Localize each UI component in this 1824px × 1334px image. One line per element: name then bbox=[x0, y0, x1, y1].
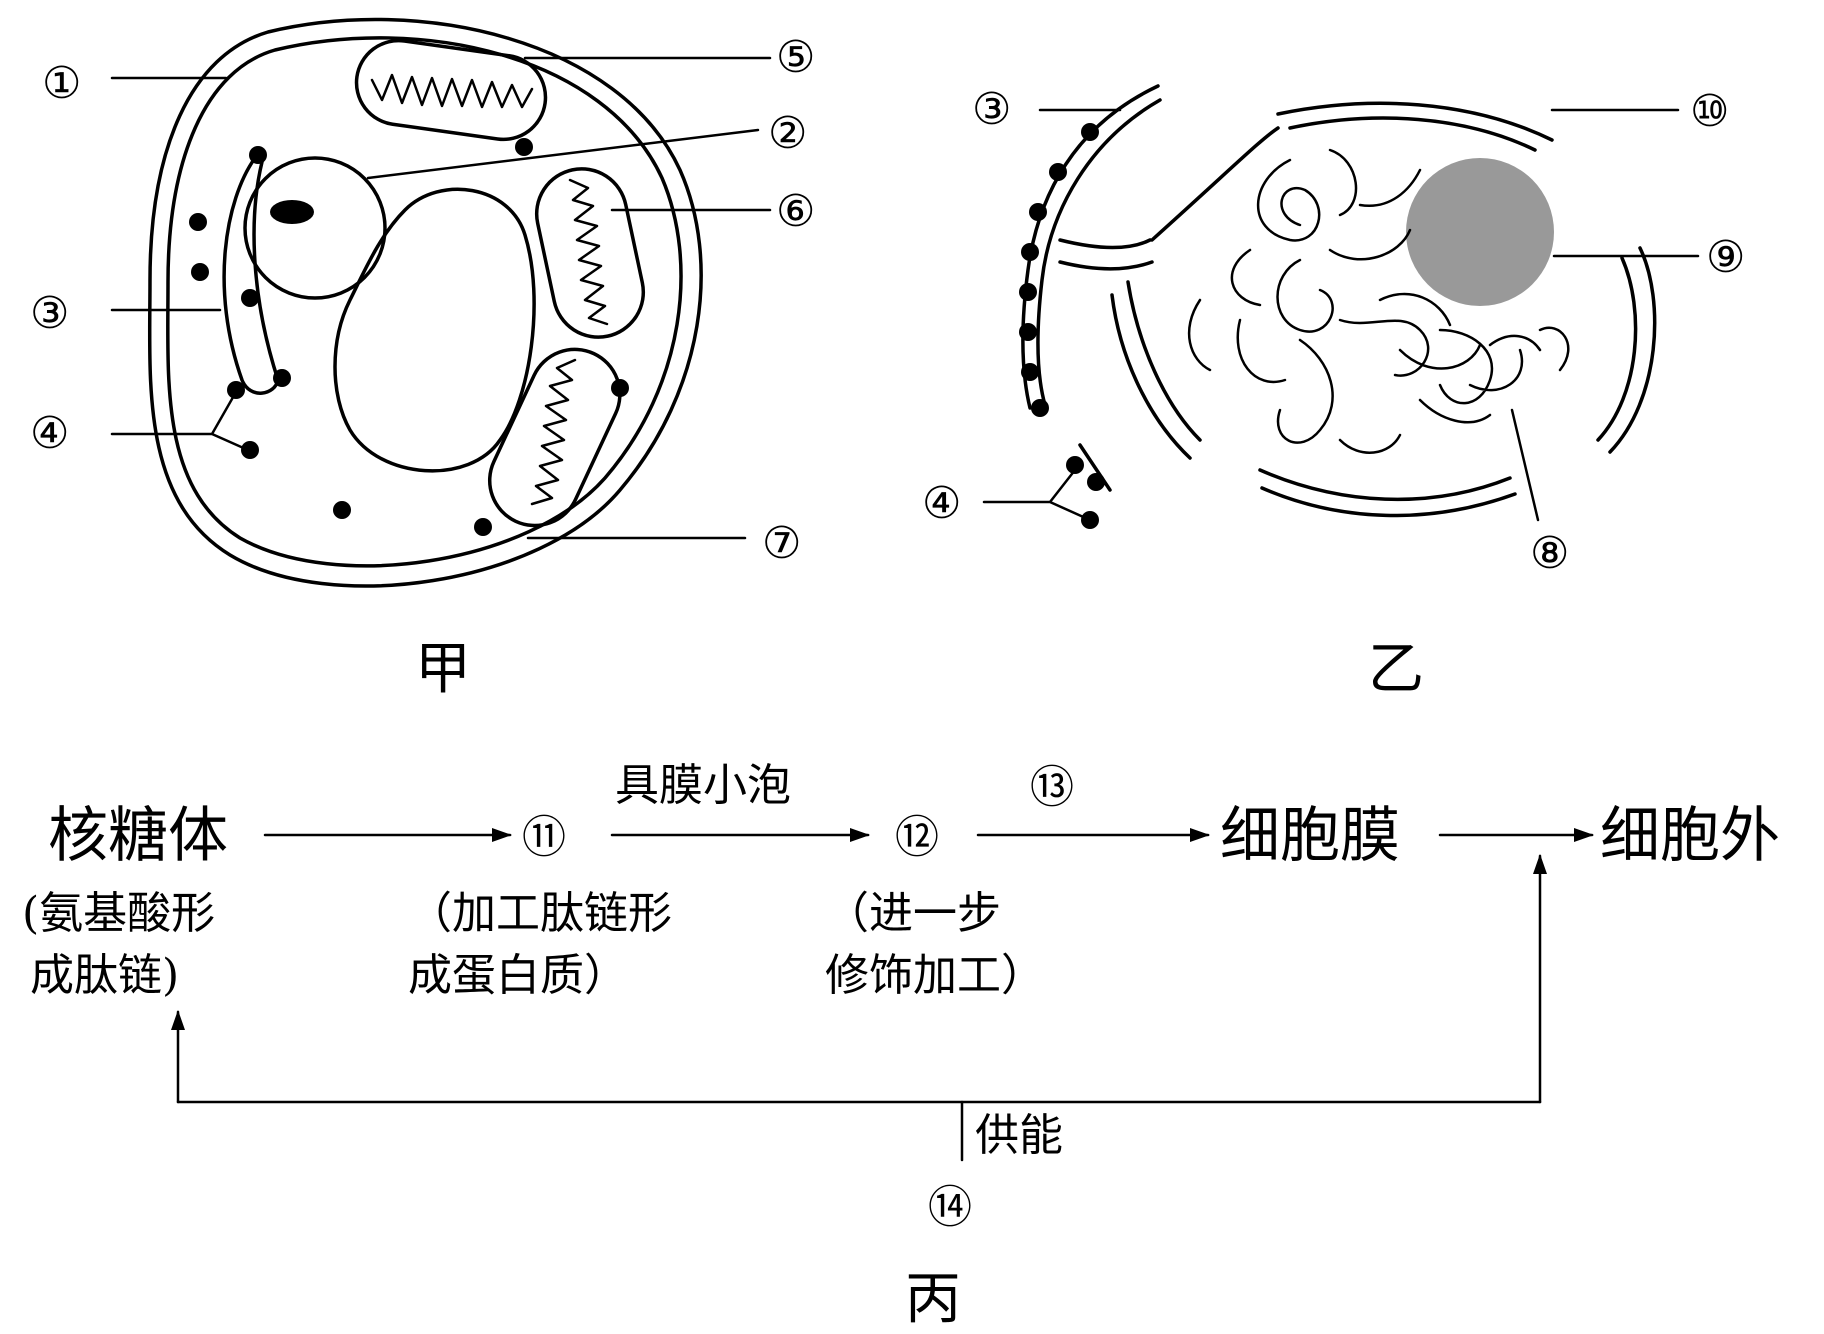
nucleus-yi: ③ ④ ⑩ ⑨ ⑧ 乙 bbox=[922, 84, 1745, 702]
flow-label-11: ⑪ bbox=[522, 812, 566, 863]
caption-jia: 甲 bbox=[415, 637, 471, 702]
leader-4 bbox=[110, 390, 250, 452]
flow-ribosome-note-2: 成肽链) bbox=[30, 950, 179, 1001]
cell-membrane-inner bbox=[166, 36, 683, 568]
caption-bing: 丙 bbox=[905, 1267, 961, 1332]
label-3-yi: ③ bbox=[972, 84, 1011, 135]
flow-label-12: ⑫ bbox=[895, 812, 939, 863]
leader-4-yi bbox=[982, 468, 1092, 522]
label-4-yi: ④ bbox=[922, 478, 961, 529]
flow-step12-note-1: （进一步 bbox=[825, 888, 1001, 939]
label-5: ⑤ bbox=[776, 32, 815, 83]
leader-8 bbox=[1510, 408, 1540, 522]
caption-yi: 乙 bbox=[1368, 637, 1424, 702]
flow-membrane: 细胞膜 bbox=[1220, 801, 1400, 871]
cell-membrane bbox=[147, 17, 703, 588]
flow-energy: 供能 bbox=[975, 1110, 1063, 1161]
mitochondrion-6 bbox=[534, 167, 646, 339]
nucleolus-9 bbox=[1406, 158, 1554, 306]
flow-ribosome-note-1: (氨基酸形 bbox=[22, 888, 215, 939]
label-3: ③ bbox=[30, 288, 69, 339]
leader-2 bbox=[366, 128, 760, 180]
label-9: ⑨ bbox=[1706, 232, 1745, 283]
label-6: ⑥ bbox=[776, 186, 815, 237]
flow-label-13: ⑬ bbox=[1030, 762, 1074, 813]
label-4: ④ bbox=[30, 408, 69, 459]
ribosomes-yi bbox=[1019, 123, 1099, 417]
vacuole bbox=[333, 187, 536, 473]
rough-er-jia bbox=[222, 150, 280, 395]
nuclear-envelope-top bbox=[1276, 101, 1554, 142]
nuclear-envelope-left bbox=[1110, 293, 1192, 460]
nuclear-envelope-right bbox=[1608, 246, 1657, 454]
cell-jia: ① ② ③ ④ ⑤ ⑥ ⑦ 甲 bbox=[30, 17, 815, 702]
label-10: ⑩ bbox=[1690, 86, 1729, 137]
label-1: ① bbox=[42, 58, 81, 109]
flow-vesicle: 具膜小泡 bbox=[615, 760, 791, 811]
label-8: ⑧ bbox=[1530, 528, 1569, 579]
label-2: ② bbox=[768, 108, 807, 159]
flow-step11-note-2: 成蛋白质） bbox=[408, 950, 628, 1001]
flow-step12-note-2: 修饰加工） bbox=[825, 950, 1045, 1001]
label-7: ⑦ bbox=[762, 518, 801, 569]
free-ribosomes-yi bbox=[1066, 443, 1112, 529]
flow-label-14: ⑭ bbox=[928, 1182, 972, 1233]
flow-ribosome: 核糖体 bbox=[48, 801, 228, 871]
flow-outside: 细胞外 bbox=[1600, 801, 1780, 871]
ribosomes-jia bbox=[189, 138, 629, 536]
mitochondrion-5 bbox=[354, 38, 548, 142]
flow-bing: 核糖体 (氨基酸形 成肽链) ⑪ （加工肽链形 成蛋白质） 具膜小泡 ⑫ （进一… bbox=[22, 760, 1780, 1332]
chromatin-8 bbox=[1187, 148, 1570, 454]
nuclear-envelope-bottom bbox=[1258, 468, 1512, 502]
nucleus-2 bbox=[243, 156, 387, 300]
flow-step11-note-1: （加工肽链形 bbox=[408, 888, 672, 939]
mitochondrion-7 bbox=[487, 347, 622, 528]
